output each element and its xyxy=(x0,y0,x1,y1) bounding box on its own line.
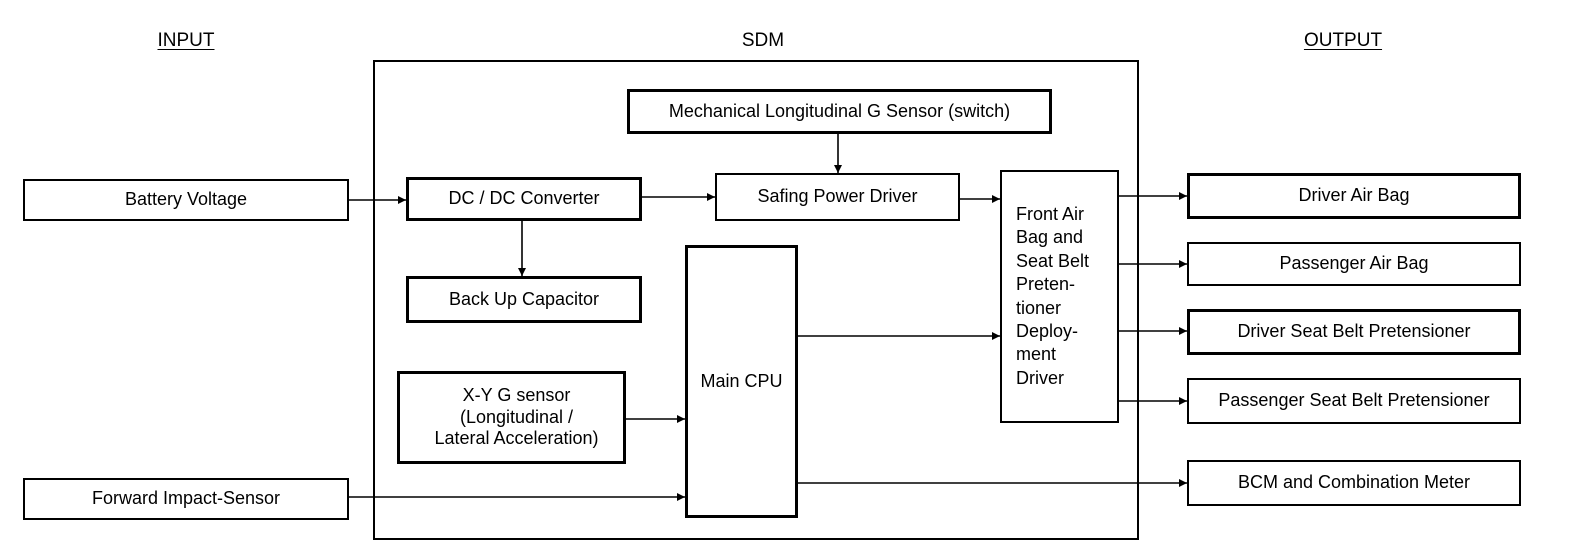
xy-g-sensor-label: X-Y G sensor (Longitudinal / Lateral Acc… xyxy=(434,385,599,449)
battery-voltage-box: Battery Voltage xyxy=(23,179,349,221)
safing-power-driver-box: Safing Power Driver xyxy=(715,173,960,221)
input-header: INPUT xyxy=(157,30,215,51)
sdm-header: SDM xyxy=(741,30,785,51)
dcdc-converter-box: DC / DC Converter xyxy=(406,177,642,221)
driver-seat-belt-box: Driver Seat Belt Pretensioner xyxy=(1187,309,1521,355)
passenger-air-bag-box: Passenger Air Bag xyxy=(1187,242,1521,286)
mechanical-g-sensor-box: Mechanical Longitudinal G Sensor (switch… xyxy=(627,89,1052,134)
bcm-meter-box: BCM and Combination Meter xyxy=(1187,460,1521,506)
driver-air-bag-box: Driver Air Bag xyxy=(1187,173,1521,219)
output-header: OUTPUT xyxy=(1303,30,1383,51)
deployment-driver-label: Front Air Bag and Seat Belt Preten- tion… xyxy=(1016,203,1090,388)
main-cpu-label: Main CPU xyxy=(700,370,783,391)
xy-g-sensor-box: X-Y G sensor (Longitudinal / Lateral Acc… xyxy=(397,371,626,464)
forward-impact-sensor-box: Forward Impact-Sensor xyxy=(23,478,349,520)
backup-capacitor-box: Back Up Capacitor xyxy=(406,276,642,323)
passenger-seat-belt-box: Passenger Seat Belt Pretensioner xyxy=(1187,378,1521,424)
deployment-driver-box: Front Air Bag and Seat Belt Preten- tion… xyxy=(1000,170,1119,423)
main-cpu-box: Main CPU xyxy=(685,245,798,518)
